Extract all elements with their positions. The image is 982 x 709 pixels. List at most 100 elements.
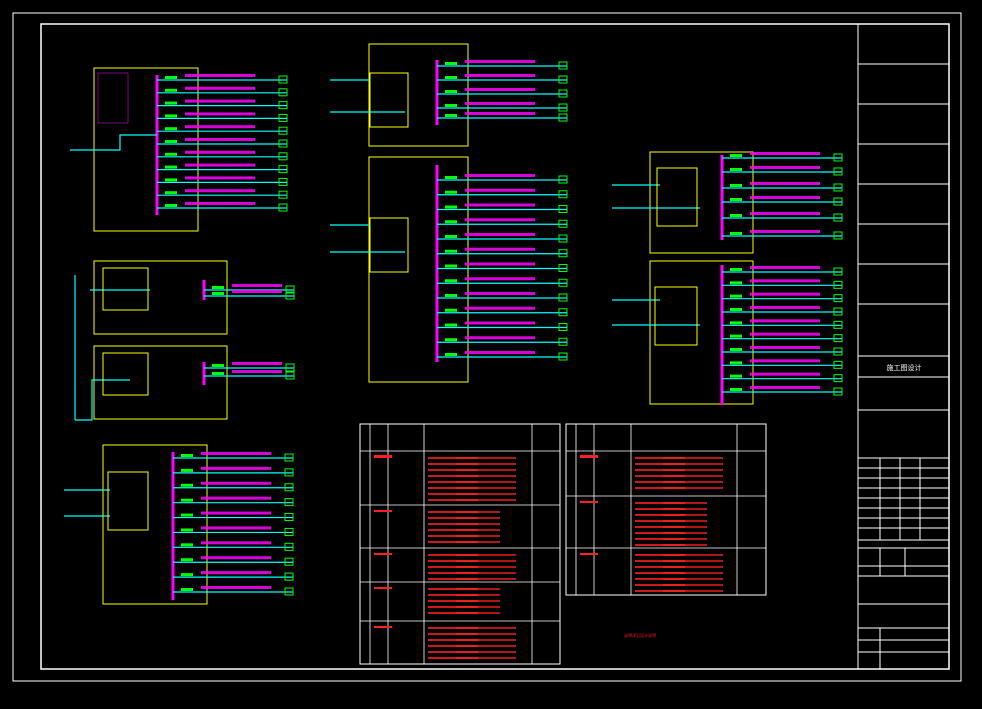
panel-al1 [330, 43, 568, 147]
al3-switch-box [656, 167, 698, 227]
spec-table-right-desc-2-532 [663, 532, 707, 534]
spec-table-right-outline [565, 423, 767, 596]
spec-table-right-text-2-532 [635, 532, 685, 534]
panel-al2-terminal-8 [558, 293, 568, 302]
panel-ap2-terminal-0 [284, 453, 294, 462]
spec-table-right-text-3-560 [635, 560, 685, 562]
spec-table-left-desc-1-463 [456, 463, 516, 465]
spec-table-right-name-1 [580, 456, 598, 458]
panel-al1-breaker-1 [445, 76, 457, 79]
panel-ats1-breaker-1 [212, 292, 224, 295]
spec-table-right-text-1-487 [635, 487, 685, 489]
spec-table-right-text-2-514 [635, 514, 685, 516]
panel-al2-breaker-9 [445, 308, 457, 312]
panel-al2-breaker-7 [445, 279, 457, 283]
panel-al3-terminal-4 [833, 213, 843, 222]
spec-table-left-desc-2-523 [456, 523, 500, 525]
spec-table-left-text-4-588 [428, 588, 478, 590]
spec-table-left-name-1 [374, 456, 392, 458]
spec-table-left-text-1-481 [428, 481, 478, 483]
panel-al2-breaker-5 [445, 249, 457, 253]
panel-al3-label-2 [750, 182, 820, 185]
panel-ap2-terminal-9 [284, 587, 294, 596]
panel-al1-breaker-4 [445, 114, 457, 117]
panel-al2-terminal-2 [558, 205, 568, 213]
panel-al3-terminal-2 [833, 183, 843, 192]
panel-al2-breaker-2 [445, 205, 457, 209]
spec-table-left-desc-5-651 [456, 651, 516, 653]
panel-al2-label-11 [465, 336, 535, 340]
spec-table-right-desc-3-590 [663, 590, 723, 592]
spec-table-left-desc-1-487 [456, 487, 516, 489]
panel-ap1-label-3 [185, 112, 255, 116]
panel-ats1-terminal-0 [285, 285, 295, 294]
panel-ats1-box [93, 260, 228, 335]
panel-ats1-terminal-1 [285, 291, 295, 300]
spec-table-right-text-3-572 [635, 572, 685, 574]
panel-al1-breaker-0 [445, 62, 457, 65]
outer-frame [12, 12, 962, 682]
panel-al2-label-2 [465, 203, 535, 207]
panel-al1-box [368, 43, 469, 147]
spec-table-right-text-2-508 [635, 508, 685, 510]
spec-table-left-text-4-594 [428, 594, 478, 596]
panel-ap1-terminal-10 [278, 203, 288, 212]
spec-table-left-text-1-457 [428, 457, 478, 459]
panel-al4-breaker-6 [730, 348, 742, 351]
panel-ap1-terminal-9 [278, 190, 288, 199]
spec-table-left-desc-3-566 [456, 566, 516, 568]
spec-table-left-text-5-633 [428, 633, 478, 635]
panel-al2-breaker-11 [445, 338, 457, 342]
panel-al1-terminal-3 [558, 103, 568, 112]
panel-al4-label-9 [750, 386, 820, 389]
panel-al2-terminal-12 [558, 352, 568, 361]
spec-table-right-text-2-502 [635, 502, 685, 504]
panel-al2-terminal-5 [558, 249, 568, 258]
panel-al2-label-1 [465, 188, 535, 192]
spec-table-left-text-3-554 [428, 554, 478, 556]
panel-ap1-terminal-4 [278, 126, 288, 135]
panel-ap2-label-4 [201, 511, 271, 515]
panel-ap2-terminal-6 [284, 542, 294, 551]
panel-al3-label-3 [750, 196, 820, 199]
panel-ap1-breaker-3 [165, 114, 177, 118]
panel-ap2-breaker-4 [181, 513, 193, 517]
panel-ap2-breaker-2 [181, 483, 193, 487]
panel-al3-breaker-1 [730, 168, 742, 171]
spec-table-left-text-5-627 [428, 627, 478, 629]
panel-al2-label-8 [465, 292, 535, 295]
spec-table-left-desc-1-499 [456, 499, 516, 501]
panel-al3-breaker-3 [730, 198, 742, 201]
spec-table-left-text-5-657 [428, 657, 478, 659]
panel-al4-terminal-1 [833, 280, 843, 289]
panel-ap2-breaker-1 [181, 468, 193, 472]
ats2-switch-box [102, 352, 149, 396]
spec-table-left-desc-3-560 [456, 560, 516, 562]
panel-ap2-label-1 [201, 466, 271, 470]
spec-table-left-text-2-541 [428, 541, 478, 543]
panel-ap1-terminal-7 [278, 165, 288, 174]
panel-al2-label-4 [465, 233, 535, 236]
panel-ap1-breaker-1 [165, 88, 177, 92]
spec-table-right-desc-3-584 [663, 584, 723, 586]
spec-table-right-desc-2-544 [663, 544, 707, 546]
spec-table-right-name-3 [580, 553, 598, 555]
al2-switch-box [369, 217, 409, 273]
panel-al2-label-7 [465, 277, 535, 281]
panel-al2-terminal-6 [558, 264, 568, 272]
spec-table-left-desc-2-517 [456, 517, 500, 519]
panel-al2-terminal-11 [558, 337, 568, 346]
panel-ap2-breaker-0 [181, 454, 193, 457]
panel-al1-label-3 [465, 102, 535, 105]
panel-ap2-terminal-5 [284, 527, 294, 536]
panel-ap1-breaker-2 [165, 101, 177, 105]
panel-al2-terminal-10 [558, 323, 568, 331]
panel-ap2-terminal-4 [284, 513, 294, 522]
spec-table-right-text-3-566 [635, 566, 685, 568]
spec-table-right-desc-2-514 [663, 514, 707, 516]
spec-table-left-desc-1-457 [456, 457, 516, 459]
panel-al2-terminal-7 [558, 278, 568, 287]
panel-ats1 [74, 260, 295, 420]
